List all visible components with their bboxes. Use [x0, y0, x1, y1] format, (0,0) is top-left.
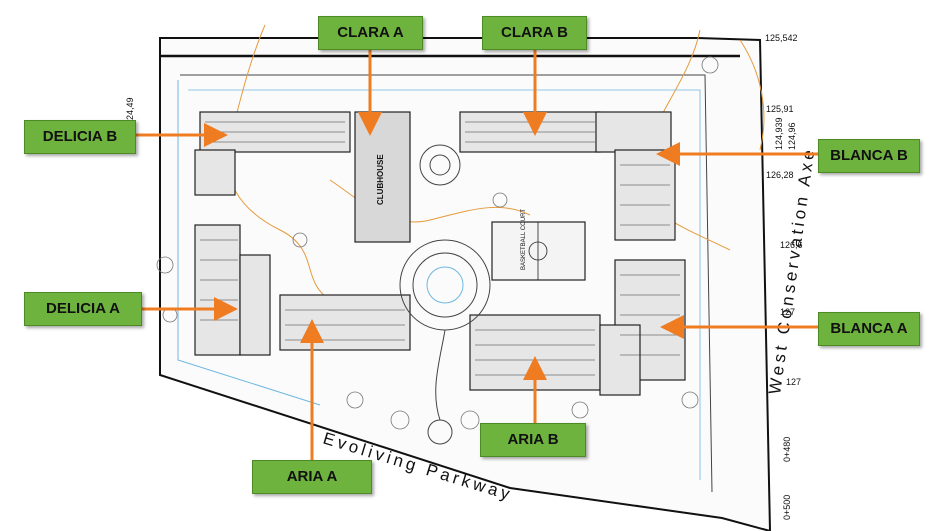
- elevation-2: 125,91: [766, 104, 794, 114]
- elevation-10: 0+480: [782, 437, 792, 462]
- elevation-11: 0+500: [782, 495, 792, 520]
- basketball-court: [491, 221, 586, 281]
- label-delicia-b: DELICIA B: [24, 120, 136, 154]
- elevation-9: 127: [786, 377, 801, 387]
- label-blanca-a: BLANCA A: [818, 312, 920, 346]
- clubhouse-label: CLUBHOUSE: [376, 154, 385, 205]
- building-detail: [200, 121, 680, 376]
- central-plaza: [399, 144, 491, 445]
- elevation-6: 126,28: [766, 170, 794, 180]
- elevation-1: 125,542: [765, 33, 798, 43]
- label-delicia-a: DELICIA A: [24, 292, 142, 326]
- west-conservation-label: West Conservation Axe: [765, 145, 819, 395]
- elevation-3: 124,939: [774, 117, 784, 150]
- court-label: BASKETBALL COURT: [521, 209, 527, 270]
- label-clara-b: CLARA B: [482, 16, 587, 50]
- elevation-markers: 125,542 125,91 124,939 124,96 124,49 126…: [125, 33, 803, 520]
- label-aria-b: ARIA B: [480, 423, 586, 457]
- label-aria-a: ARIA A: [252, 460, 372, 494]
- elevation-8: 127: [780, 307, 795, 317]
- elevation-4: 124,96: [787, 122, 797, 150]
- label-blanca-b: BLANCA B: [818, 139, 920, 173]
- elevation-7: 126,6: [780, 240, 803, 250]
- elevation-5: 124,49: [125, 97, 135, 125]
- trees: [156, 56, 719, 430]
- label-clara-a: CLARA A: [318, 16, 423, 50]
- pointer-arrows: [135, 48, 818, 462]
